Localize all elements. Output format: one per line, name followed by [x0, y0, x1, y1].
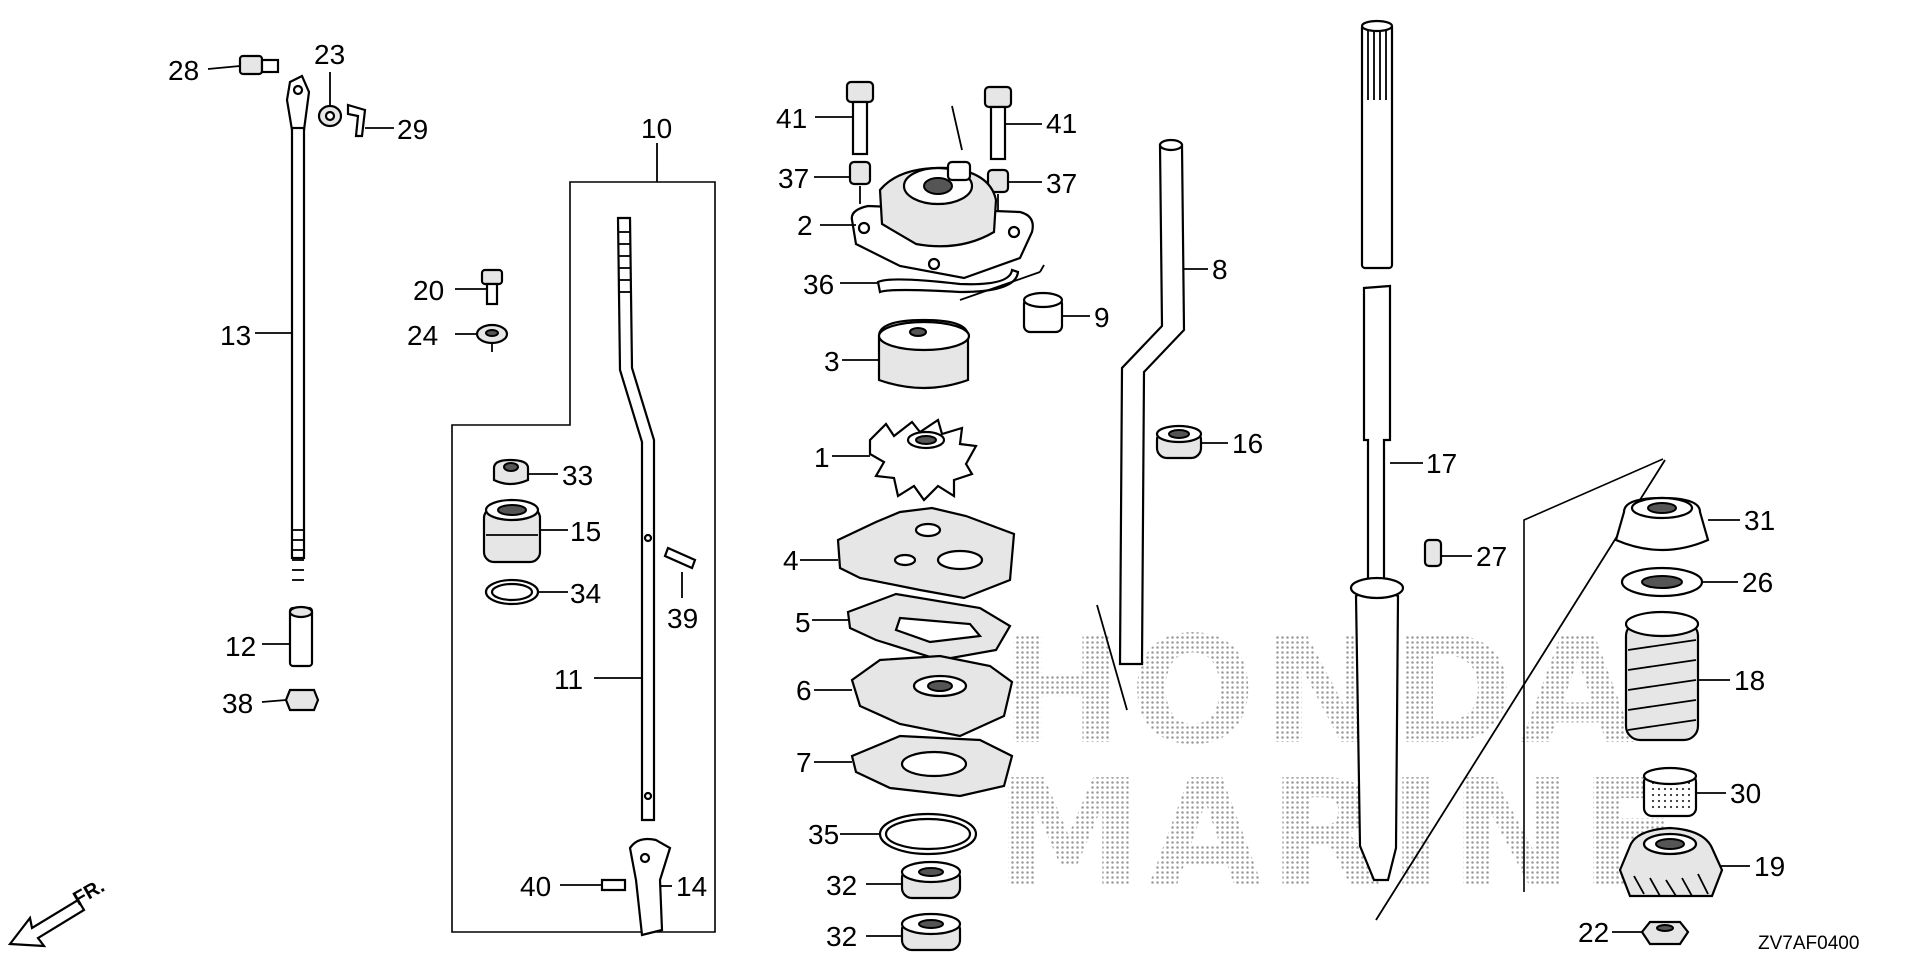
callout-2[interactable]: 2 [797, 210, 813, 241]
callout-41-right[interactable]: 41 [1046, 108, 1077, 139]
callout-32-lower[interactable]: 32 [826, 921, 857, 952]
callout-32-upper[interactable]: 32 [826, 870, 857, 901]
callout-5[interactable]: 5 [795, 607, 811, 638]
callout-35[interactable]: 35 [808, 819, 839, 850]
callout-30[interactable]: 30 [1730, 778, 1761, 809]
part-14-shift-arm[interactable] [628, 837, 672, 937]
shift-arm-kit-group [451, 143, 716, 937]
front-arrow-icon [7, 898, 86, 948]
front-direction-indicator: FR. [7, 875, 108, 948]
part-35-o-ring[interactable] [840, 812, 978, 856]
callout-9[interactable]: 9 [1094, 302, 1110, 333]
part-36-gasket[interactable] [840, 264, 1045, 301]
callout-1[interactable]: 1 [814, 442, 830, 473]
callout-labels: 28 23 29 13 12 38 10 20 24 33 15 34 39 1… [168, 39, 1785, 952]
shift-rod-group [207, 54, 394, 712]
part-19-pinion-gear[interactable] [1618, 826, 1750, 898]
part-22-nut[interactable] [1612, 920, 1690, 946]
callout-7[interactable]: 7 [796, 747, 812, 778]
callout-16[interactable]: 16 [1232, 428, 1263, 459]
callout-36[interactable]: 36 [803, 269, 834, 300]
callout-39[interactable]: 39 [667, 603, 698, 634]
callout-11[interactable]: 11 [554, 664, 583, 695]
callout-14[interactable]: 14 [676, 871, 707, 902]
callout-13[interactable]: 13 [220, 320, 251, 351]
part-31-bearing[interactable] [1614, 496, 1740, 552]
callout-28[interactable]: 28 [168, 55, 199, 86]
drive-shaft-group [1349, 19, 1666, 921]
part-6-pump-base-plate[interactable] [814, 654, 1014, 738]
callout-20[interactable]: 20 [413, 275, 444, 306]
callout-33[interactable]: 33 [562, 460, 593, 491]
part-20-bolt[interactable] [455, 268, 504, 306]
part-40-pin[interactable] [560, 878, 627, 892]
part-38-nut[interactable] [261, 688, 320, 712]
gear-bearing-group [1523, 458, 1750, 946]
callout-6[interactable]: 6 [796, 675, 812, 706]
part-3-pump-liner[interactable] [842, 318, 971, 390]
callout-26[interactable]: 26 [1742, 567, 1773, 598]
part-32-oil-seal-lower[interactable] [866, 912, 962, 952]
part-41-bolt-right[interactable] [983, 85, 1042, 161]
part-16-grommet[interactable] [1155, 424, 1228, 460]
callout-12[interactable]: 12 [225, 631, 256, 662]
part-37-collar-left[interactable] [814, 160, 872, 204]
callout-34[interactable]: 34 [570, 578, 601, 609]
callout-40[interactable]: 40 [520, 871, 551, 902]
diagram-code: ZV7AF0400 [1758, 933, 1859, 954]
callout-19[interactable]: 19 [1754, 851, 1785, 882]
honda-marine-watermark: HONDA MARINE [995, 605, 1687, 920]
part-18-spring[interactable] [1624, 610, 1730, 742]
callout-41-left[interactable]: 41 [776, 103, 807, 134]
callout-38[interactable]: 38 [222, 688, 253, 719]
part-13-shift-rod[interactable] [255, 74, 311, 581]
part-5-gasket[interactable] [812, 592, 1012, 662]
part-41-bolt-left[interactable] [815, 80, 875, 156]
part-24-washer[interactable] [455, 323, 509, 352]
part-15-grommet[interactable] [482, 498, 568, 564]
callout-15[interactable]: 15 [570, 516, 601, 547]
part-2-pump-housing[interactable] [820, 105, 1034, 280]
callout-37-left[interactable]: 37 [778, 163, 809, 194]
callout-23[interactable]: 23 [314, 39, 345, 70]
water-tube-group [1096, 138, 1228, 711]
callout-24[interactable]: 24 [407, 320, 438, 351]
callout-10[interactable]: 10 [641, 113, 672, 144]
part-12-rod-connector[interactable] [262, 605, 314, 668]
part-34-o-ring[interactable] [484, 578, 568, 606]
part-23-washer[interactable] [317, 72, 343, 128]
part-11-shift-arm-rod[interactable] [594, 216, 656, 822]
part-7-gasket[interactable] [814, 734, 1014, 798]
part-33-bushing[interactable] [492, 458, 558, 486]
callout-18[interactable]: 18 [1734, 665, 1765, 696]
callout-29[interactable]: 29 [397, 114, 428, 145]
part-17-drive-shaft[interactable] [1349, 19, 1666, 921]
part-4-pump-plate[interactable] [800, 506, 1016, 600]
callout-27[interactable]: 27 [1476, 541, 1507, 572]
part-27-key[interactable] [1423, 538, 1472, 568]
part-28-bolt[interactable] [207, 54, 280, 76]
callout-8[interactable]: 8 [1212, 254, 1228, 285]
callout-3[interactable]: 3 [824, 346, 840, 377]
callout-31[interactable]: 31 [1744, 505, 1775, 536]
callout-17[interactable]: 17 [1426, 448, 1457, 479]
part-8-water-tube[interactable] [1096, 138, 1208, 711]
callout-37-right[interactable]: 37 [1046, 168, 1077, 199]
part-37-collar-right[interactable] [986, 168, 1042, 215]
part-30-needle-bearing[interactable] [1642, 766, 1726, 818]
callout-4[interactable]: 4 [783, 545, 799, 576]
part-26-shim[interactable] [1620, 566, 1738, 598]
part-9-bushing[interactable] [1022, 291, 1090, 334]
part-32-oil-seal-upper[interactable] [866, 860, 962, 900]
water-pump-group [800, 80, 1090, 952]
part-1-impeller[interactable] [832, 418, 978, 502]
callout-22[interactable]: 22 [1578, 917, 1609, 948]
part-39-pin[interactable] [663, 546, 697, 598]
watermark-line2: MARINE [995, 748, 1687, 920]
part-29-clip[interactable] [346, 103, 394, 138]
